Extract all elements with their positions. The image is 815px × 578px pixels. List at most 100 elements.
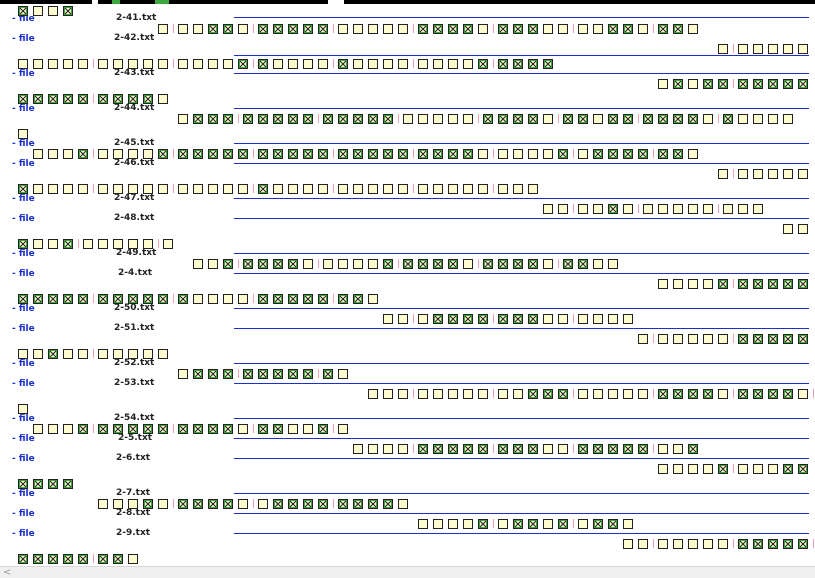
- x-box-icon[interactable]: [63, 94, 73, 104]
- empty-cell[interactable]: [143, 149, 153, 159]
- empty-cell[interactable]: [658, 204, 668, 214]
- empty-cell[interactable]: [543, 314, 553, 324]
- x-box-icon[interactable]: [273, 114, 283, 124]
- x-box-icon[interactable]: [418, 259, 428, 269]
- empty-cell[interactable]: [48, 59, 58, 69]
- empty-cell[interactable]: [238, 184, 248, 194]
- empty-cell[interactable]: [418, 389, 428, 399]
- x-box-icon[interactable]: [243, 114, 253, 124]
- empty-cell[interactable]: [578, 204, 588, 214]
- empty-cell[interactable]: [128, 184, 138, 194]
- x-box-icon[interactable]: [353, 294, 363, 304]
- x-box-icon[interactable]: [323, 369, 333, 379]
- empty-cell[interactable]: [83, 239, 93, 249]
- empty-cell[interactable]: [513, 389, 523, 399]
- empty-cell[interactable]: [193, 294, 203, 304]
- x-box-icon[interactable]: [273, 499, 283, 509]
- x-box-icon[interactable]: [768, 279, 778, 289]
- x-box-icon[interactable]: [63, 6, 73, 16]
- empty-cell[interactable]: [543, 259, 553, 269]
- empty-cell[interactable]: [48, 149, 58, 159]
- x-box-icon[interactable]: [78, 94, 88, 104]
- empty-cell[interactable]: [398, 184, 408, 194]
- x-box-icon[interactable]: [208, 369, 218, 379]
- x-box-icon[interactable]: [243, 259, 253, 269]
- empty-cell[interactable]: [98, 59, 108, 69]
- x-box-icon[interactable]: [798, 464, 808, 474]
- x-box-icon[interactable]: [688, 389, 698, 399]
- empty-cell[interactable]: [498, 184, 508, 194]
- empty-cell[interactable]: [718, 44, 728, 54]
- empty-cell[interactable]: [738, 114, 748, 124]
- empty-cell[interactable]: [33, 239, 43, 249]
- empty-cell[interactable]: [768, 464, 778, 474]
- x-box-icon[interactable]: [463, 444, 473, 454]
- empty-cell[interactable]: [33, 6, 43, 16]
- empty-cell[interactable]: [783, 169, 793, 179]
- x-box-icon[interactable]: [593, 444, 603, 454]
- x-box-icon[interactable]: [48, 554, 58, 564]
- x-box-icon[interactable]: [543, 59, 553, 69]
- x-box-icon[interactable]: [513, 114, 523, 124]
- x-box-icon[interactable]: [288, 369, 298, 379]
- x-box-icon[interactable]: [798, 279, 808, 289]
- empty-cell[interactable]: [398, 24, 408, 34]
- x-box-icon[interactable]: [338, 59, 348, 69]
- empty-cell[interactable]: [353, 259, 363, 269]
- x-box-icon[interactable]: [193, 149, 203, 159]
- empty-cell[interactable]: [673, 539, 683, 549]
- empty-cell[interactable]: [398, 59, 408, 69]
- x-box-icon[interactable]: [273, 259, 283, 269]
- x-box-icon[interactable]: [288, 24, 298, 34]
- x-box-icon[interactable]: [498, 259, 508, 269]
- x-box-icon[interactable]: [143, 424, 153, 434]
- empty-cell[interactable]: [608, 389, 618, 399]
- file-name[interactable]: 2-4.txt: [118, 268, 153, 278]
- empty-cell[interactable]: [688, 204, 698, 214]
- empty-cell[interactable]: [158, 24, 168, 34]
- empty-cell[interactable]: [753, 169, 763, 179]
- empty-cell[interactable]: [383, 314, 393, 324]
- x-box-icon[interactable]: [638, 444, 648, 454]
- x-box-icon[interactable]: [738, 539, 748, 549]
- x-box-icon[interactable]: [368, 114, 378, 124]
- file-name[interactable]: 2-9.txt: [116, 528, 151, 538]
- empty-cell[interactable]: [113, 239, 123, 249]
- x-box-icon[interactable]: [288, 499, 298, 509]
- empty-cell[interactable]: [33, 424, 43, 434]
- empty-cell[interactable]: [33, 349, 43, 359]
- empty-cell[interactable]: [368, 389, 378, 399]
- empty-cell[interactable]: [478, 149, 488, 159]
- empty-cell[interactable]: [418, 59, 428, 69]
- x-box-icon[interactable]: [288, 114, 298, 124]
- x-box-icon[interactable]: [723, 114, 733, 124]
- empty-cell[interactable]: [18, 404, 28, 414]
- empty-cell[interactable]: [638, 24, 648, 34]
- x-box-icon[interactable]: [128, 424, 138, 434]
- x-box-icon[interactable]: [738, 79, 748, 89]
- empty-cell[interactable]: [288, 59, 298, 69]
- empty-cell[interactable]: [783, 224, 793, 234]
- x-box-icon[interactable]: [448, 149, 458, 159]
- x-box-icon[interactable]: [208, 499, 218, 509]
- empty-cell[interactable]: [688, 464, 698, 474]
- empty-cell[interactable]: [703, 464, 713, 474]
- x-box-icon[interactable]: [273, 24, 283, 34]
- empty-cell[interactable]: [98, 349, 108, 359]
- x-box-icon[interactable]: [403, 259, 413, 269]
- x-box-icon[interactable]: [33, 554, 43, 564]
- x-box-icon[interactable]: [18, 239, 28, 249]
- file-name[interactable]: 2-8.txt: [116, 508, 151, 518]
- empty-cell[interactable]: [33, 149, 43, 159]
- x-box-icon[interactable]: [483, 114, 493, 124]
- x-box-icon[interactable]: [258, 259, 268, 269]
- x-box-icon[interactable]: [63, 294, 73, 304]
- x-box-icon[interactable]: [448, 444, 458, 454]
- empty-cell[interactable]: [353, 24, 363, 34]
- empty-cell[interactable]: [593, 114, 603, 124]
- chevron-left-icon[interactable]: <: [3, 567, 12, 578]
- x-box-icon[interactable]: [193, 499, 203, 509]
- x-box-icon[interactable]: [143, 94, 153, 104]
- empty-cell[interactable]: [98, 149, 108, 159]
- x-box-icon[interactable]: [608, 444, 618, 454]
